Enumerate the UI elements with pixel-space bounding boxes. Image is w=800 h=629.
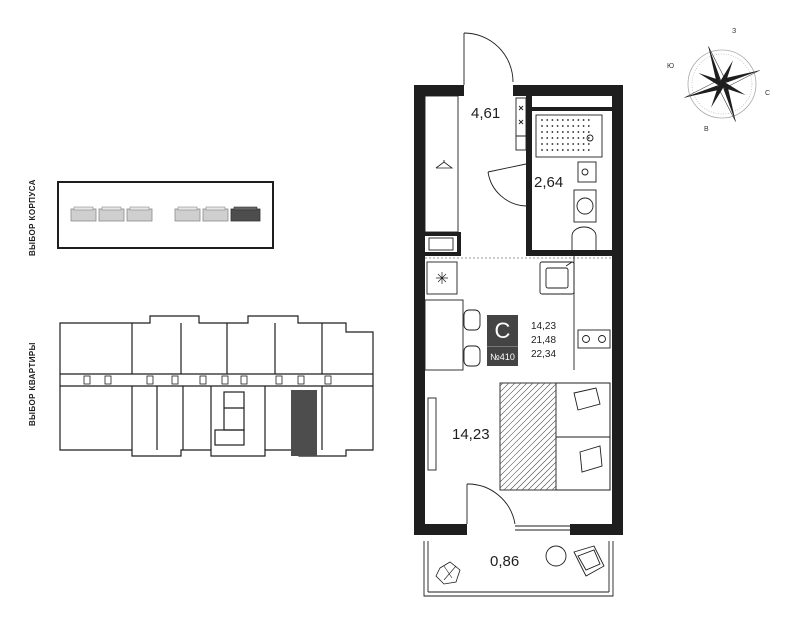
bathroom-area: 2,64 bbox=[534, 174, 564, 191]
floor-section-plan bbox=[59, 315, 374, 457]
building-selected bbox=[230, 208, 261, 222]
apartment-walls bbox=[414, 85, 623, 535]
card-living-area: 14,23 bbox=[531, 321, 557, 332]
apartment-number: №410 bbox=[487, 346, 518, 366]
building-group-2[interactable] bbox=[174, 206, 261, 222]
building-selector-graphic bbox=[70, 206, 261, 222]
apartment-card: С №410 14,23 21,48 22,34 bbox=[487, 315, 557, 366]
shower-tray bbox=[541, 119, 590, 151]
compass-rose bbox=[684, 46, 760, 122]
compass-east: С bbox=[765, 90, 771, 97]
living-area: 14,23 bbox=[452, 426, 490, 443]
hall-area: 4,61 bbox=[471, 105, 501, 122]
balcony-area: 0,86 bbox=[490, 553, 520, 570]
building-selector bbox=[57, 181, 274, 249]
building-selector-label: ВЫБОР КОРПУСА bbox=[28, 179, 37, 256]
apartment-selector-label: ВЫБОР КВАРТИРЫ bbox=[28, 342, 37, 426]
compass-west: Ю bbox=[667, 63, 675, 70]
card-total-area: 22,34 bbox=[531, 349, 557, 360]
bed-hatch bbox=[499, 382, 557, 491]
compass-south: В bbox=[704, 126, 709, 133]
building-group-1[interactable] bbox=[70, 206, 153, 222]
apartment-type: С bbox=[487, 315, 518, 346]
compass-north: З bbox=[732, 28, 737, 35]
card-area: 21,48 bbox=[531, 335, 557, 346]
apartment-selected[interactable] bbox=[291, 390, 317, 456]
